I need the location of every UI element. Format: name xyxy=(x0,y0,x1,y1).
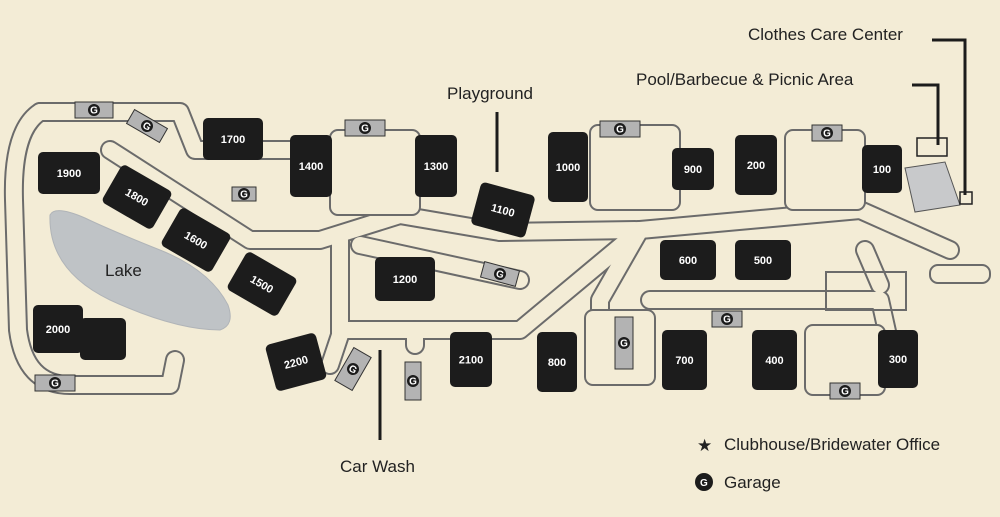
building-400: 400 xyxy=(752,330,797,390)
building-1800: 1800 xyxy=(102,165,172,229)
svg-text:400: 400 xyxy=(765,355,783,367)
car-wash-label: Car Wash xyxy=(340,457,415,476)
garage-3: G xyxy=(231,186,257,202)
svg-text:500: 500 xyxy=(754,255,772,267)
building-1300: 1300 xyxy=(415,135,457,197)
svg-text:G: G xyxy=(620,339,628,350)
building-1400: 1400 xyxy=(290,135,332,197)
legend-clubhouse-label: Clubhouse/Bridewater Office xyxy=(724,435,940,454)
pool-area xyxy=(904,137,973,213)
svg-text:1000: 1000 xyxy=(556,162,580,174)
building-100: 100 xyxy=(862,145,902,193)
svg-text:200: 200 xyxy=(747,160,765,172)
svg-text:G: G xyxy=(723,315,731,326)
garage-7: G xyxy=(479,261,521,287)
svg-text:G: G xyxy=(495,269,506,282)
lake xyxy=(49,210,231,331)
garage-legend-icon xyxy=(695,473,713,491)
playground-label: Playground xyxy=(447,84,533,103)
building-1900: 1900 xyxy=(38,152,100,194)
svg-text:600: 600 xyxy=(679,255,697,267)
svg-text:800: 800 xyxy=(548,357,566,369)
garage-9: G xyxy=(404,361,422,401)
building-200: 200 xyxy=(735,135,777,195)
garages: G G G G G G G G G G G G G xyxy=(34,101,861,401)
garage-2: G xyxy=(125,108,169,144)
svg-text:G: G xyxy=(51,379,59,390)
svg-text:1400: 1400 xyxy=(299,161,323,173)
svg-text:2000: 2000 xyxy=(46,324,70,336)
leader-lines xyxy=(378,38,967,440)
svg-text:900: 900 xyxy=(684,164,702,176)
svg-text:G: G xyxy=(823,129,831,140)
building-1500: 1500 xyxy=(227,252,297,316)
svg-text:300: 300 xyxy=(889,354,907,366)
building-1000: 1000 xyxy=(548,132,588,202)
garage-5: G xyxy=(599,120,641,138)
garage-6: G xyxy=(811,124,843,142)
svg-text:1300: 1300 xyxy=(424,161,448,173)
svg-text:700: 700 xyxy=(675,355,693,367)
svg-text:1700: 1700 xyxy=(221,134,245,146)
lake-label: Lake xyxy=(105,261,142,280)
svg-text:G: G xyxy=(240,190,248,201)
garage-legend-letter: G xyxy=(700,478,708,489)
svg-text:G: G xyxy=(90,106,98,117)
building-300: 300 xyxy=(878,330,918,388)
svg-text:1100: 1100 xyxy=(490,202,516,220)
building-700: 700 xyxy=(662,330,707,390)
building-600: 600 xyxy=(660,240,716,280)
garage-12: G xyxy=(829,382,861,400)
garage-1: G xyxy=(74,101,114,119)
garage-10: G xyxy=(614,316,634,370)
star-icon: ★ xyxy=(697,436,712,455)
building-unlabeled xyxy=(80,318,126,360)
pool-label: Pool/Barbecue & Picnic Area xyxy=(636,70,854,89)
building-1100: 1100 xyxy=(471,182,535,238)
building-900: 900 xyxy=(672,148,714,190)
svg-text:1900: 1900 xyxy=(57,168,81,180)
legend-garage-label: Garage xyxy=(724,473,781,492)
clothes-care-label: Clothes Care Center xyxy=(748,25,903,44)
courtyards xyxy=(329,124,991,396)
building-500: 500 xyxy=(735,240,791,280)
svg-text:2100: 2100 xyxy=(459,355,483,367)
svg-text:G: G xyxy=(409,377,417,388)
building-2000: 2000 xyxy=(33,305,83,353)
building-800: 800 xyxy=(537,332,577,392)
svg-text:100: 100 xyxy=(873,164,891,176)
building-2200: 2200 xyxy=(265,333,327,391)
svg-text:G: G xyxy=(616,125,624,136)
building-1200: 1200 xyxy=(375,257,435,301)
garage-4: G xyxy=(344,119,386,137)
garage-13: G xyxy=(34,374,76,392)
svg-text:1200: 1200 xyxy=(393,274,417,286)
garage-11: G xyxy=(711,310,743,328)
svg-text:G: G xyxy=(361,124,369,135)
svg-text:G: G xyxy=(841,387,849,398)
garage-8: G xyxy=(334,346,372,392)
legend: ★ Clubhouse/Bridewater Office G Garage xyxy=(695,435,940,492)
building-2100: 2100 xyxy=(450,332,492,387)
building-1700: 1700 xyxy=(203,118,263,160)
building-1600: 1600 xyxy=(161,208,231,272)
